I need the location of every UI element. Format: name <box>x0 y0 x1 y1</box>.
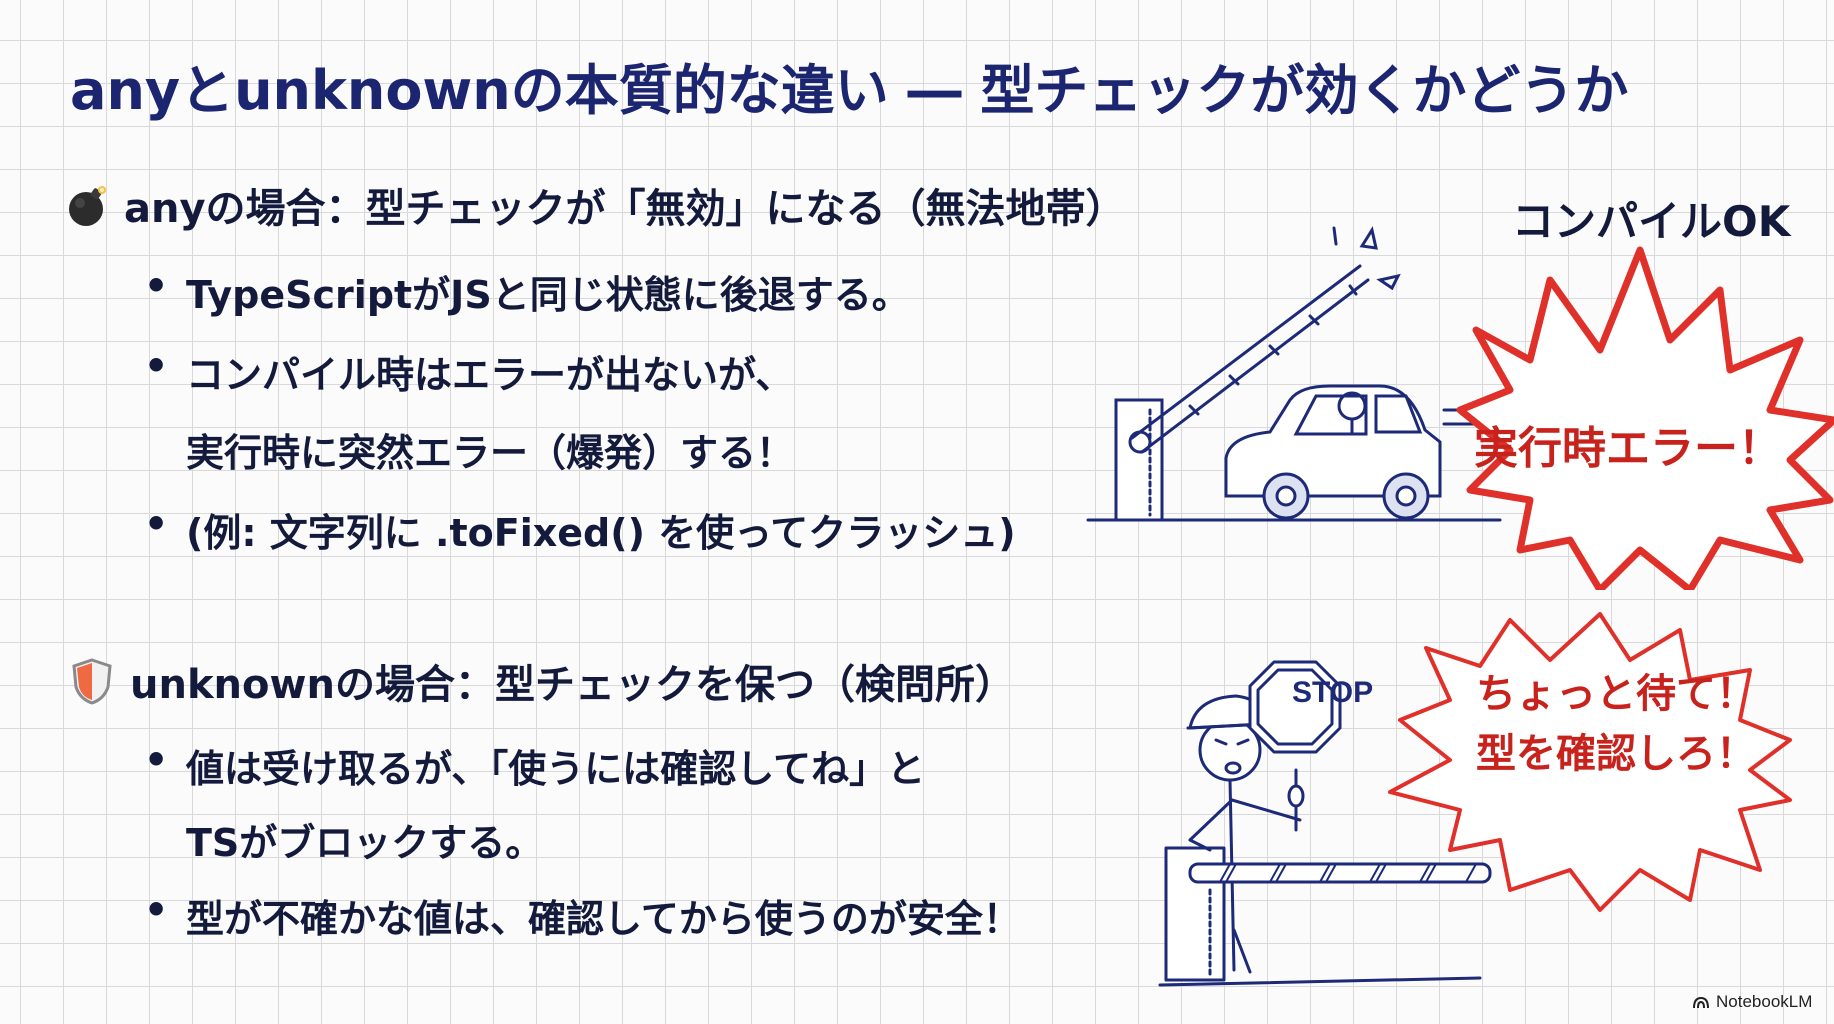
bullet-text: コンパイル時はエラーが出ないが、 <box>186 353 794 397</box>
wait-check-type-text: ちょっと待て！ 型を確認しろ！ <box>1476 664 1756 784</box>
brand-label: NotebookLM <box>1716 992 1813 1011</box>
explosion-burst <box>1456 246 1834 590</box>
bullet-text: 値は受け取るが、「使うには確認してね」と <box>186 747 926 791</box>
bullet-dot: • <box>144 738 169 782</box>
any-bullet-2-continuation: 実行時に突然エラー（爆発）する！ <box>186 431 795 475</box>
bullet-text: 型が不確かな値は、確認してから使うのが安全！ <box>186 897 1021 941</box>
compile-ok-label: コンパイルOK <box>1512 197 1791 246</box>
stop-sign-text: STOP <box>1292 676 1374 709</box>
bullet-dot: • <box>144 502 169 546</box>
unknown-bullet-1: • 値は受け取るが、「使うには確認してね」と <box>144 738 926 793</box>
unknown-heading-text: unknownの場合：型チェックを保つ（検問所） <box>130 662 1015 708</box>
bullet-text: TypeScriptがJSと同じ状態に後退する。 <box>186 273 910 317</box>
guard-checkpoint-illustration <box>1158 612 1792 987</box>
unknown-bullet-2: • 型が不確かな値は、確認してから使うのが安全！ <box>144 888 1021 943</box>
unknown-section-heading: unknownの場合：型チェックを保つ（検問所） <box>70 652 1015 710</box>
burst-line-2: 型を確認しろ！ <box>1476 731 1756 777</box>
slide-title: anyとunknownの本質的な違い ― 型チェックが効くかどうか <box>70 59 1629 122</box>
unknown-bullet-1-continuation: TSがブロックする。 <box>186 821 544 865</box>
any-bullet-3: • (例: 文字列に .toFixed() を使ってクラッシュ) <box>144 502 1016 557</box>
notebooklm-logo-icon <box>1693 996 1709 1009</box>
bomb-icon <box>64 181 112 229</box>
any-heading-text: anyの場合：型チェックが「無効」になる（無法地帯） <box>124 186 1126 232</box>
bullet-dot: • <box>144 344 169 388</box>
shield-icon <box>70 657 118 705</box>
any-bullet-2: • コンパイル時はエラーが出ないが、 <box>144 344 794 399</box>
bullet-dot: • <box>144 888 169 932</box>
speech-burst <box>1388 612 1792 912</box>
bullet-text: (例: 文字列に .toFixed() を使ってクラッシュ) <box>186 511 1016 555</box>
burst-line-1: ちょっと待て！ <box>1476 671 1756 717</box>
bullet-dot: • <box>144 264 169 308</box>
car-through-barrier-illustration <box>1086 226 1834 590</box>
notebooklm-watermark: NotebookLM <box>1692 992 1812 1012</box>
any-bullet-1: • TypeScriptがJSと同じ状態に後退する。 <box>144 264 910 319</box>
any-section-heading: anyの場合：型チェックが「無効」になる（無法地帯） <box>64 176 1126 234</box>
runtime-error-text: 実行時エラー！ <box>1474 423 1782 474</box>
